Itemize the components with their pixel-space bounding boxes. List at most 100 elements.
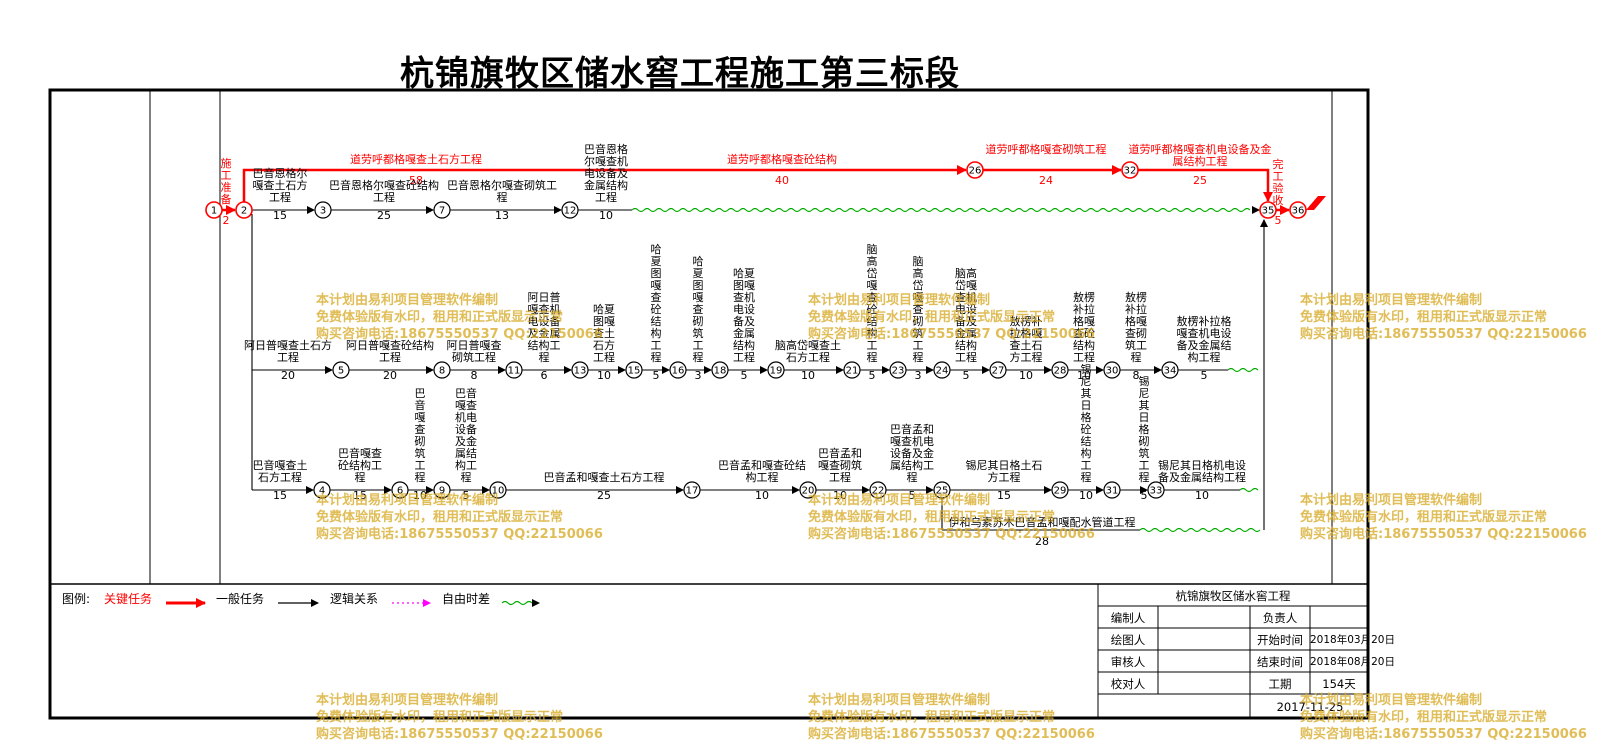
node-24[interactable] (933, 361, 951, 379)
node-20[interactable] (799, 481, 817, 499)
watermark-block: 本计划由易利项目管理软件编制免费体验版有水印，租用和正式版显示正常购买咨询电话:… (1300, 492, 1587, 543)
info-end-label: 结束时间 (1257, 655, 1303, 669)
task-name-t1_2: 施工准备 (221, 157, 232, 206)
task-duration-r2o: 8 (1133, 369, 1140, 382)
task-name-r3i: 锡尼其日格土石方工程 (966, 458, 1043, 484)
watermark-line1: 本计划由易利项目管理软件编制 (1300, 493, 1483, 508)
node-31[interactable] (1103, 481, 1121, 499)
node-number-35: 35 (1262, 206, 1275, 217)
task-name-r2b: 阿日普嘎查砼结构工程 (346, 338, 434, 364)
task-name-r2f: 哈夏图嘎查砼结构工程 (651, 243, 662, 364)
task-name-r3e: 巴音孟和嘎查土石方工程 (544, 470, 665, 484)
node-number-16: 16 (672, 366, 685, 377)
task-name-r2k: 脑高岱嘎查砌筑工程 (913, 255, 924, 364)
node-number-2: 2 (241, 206, 247, 217)
watermark-block: 本计划由易利项目管理软件编制免费体验版有水印，租用和正式版显示正常购买咨询电话:… (808, 492, 1095, 543)
node-3[interactable] (314, 201, 332, 219)
watermark-line3: 购买咨询电话:18675550537 QQ:22150066 (808, 727, 1095, 742)
node-5[interactable] (332, 361, 350, 379)
task-name-r3k: 锡尼其日格砌筑工程 (1139, 374, 1150, 484)
task-name-r3f: 巴音孟和嘎查砼结构工程 (718, 458, 806, 484)
node-number-30: 30 (1106, 366, 1119, 377)
task-duration-t1_2: 2 (223, 214, 230, 227)
node-28[interactable] (1051, 361, 1069, 379)
task-duration-r3b: 15 (353, 489, 367, 502)
watermark-line2: 免费体验版有水印，租用和正式版显示正常 (1300, 310, 1548, 325)
watermark-line2: 免费体验版有水印，租用和正式版显示正常 (808, 710, 1056, 725)
node-19[interactable] (767, 361, 785, 379)
legend-samples (166, 598, 540, 608)
node-number-1: 1 (211, 206, 217, 217)
node-13[interactable] (571, 361, 589, 379)
info-date: 2017-11-25 (1276, 700, 1344, 714)
node-number-34: 34 (1164, 366, 1177, 377)
outer-frame (48, 88, 1370, 720)
task-duration-r2p: 5 (1201, 369, 1208, 382)
node-9[interactable] (433, 481, 451, 499)
node-17[interactable] (683, 481, 701, 499)
task-name-r2d: 阿日普嘎查机电设备及金属结构工程 (528, 290, 561, 364)
node-30[interactable] (1103, 361, 1121, 379)
task-duration-r3g: 10 (833, 489, 847, 502)
node-15[interactable] (625, 361, 643, 379)
node-number-24: 24 (936, 366, 949, 377)
node-number-27: 27 (992, 366, 1005, 377)
node-number-5: 5 (338, 366, 344, 377)
legend-critical-text: 关键任务 (104, 592, 153, 606)
node-8[interactable] (433, 361, 451, 379)
finish-flag (1306, 196, 1326, 210)
info-checker-label: 校对人 (1110, 677, 1146, 691)
node-29[interactable] (1051, 481, 1069, 499)
task-duration-r3e: 25 (597, 489, 611, 502)
watermark-line2: 免费体验版有水印，租用和正式版显示正常 (1300, 510, 1548, 525)
watermark-line3: 购买咨询电话:18675550537 QQ:22150066 (808, 327, 1095, 342)
node-23[interactable] (889, 361, 907, 379)
node-25[interactable] (933, 481, 951, 499)
node-10[interactable] (489, 481, 507, 499)
node-36[interactable] (1289, 201, 1307, 219)
node-18[interactable] (711, 361, 729, 379)
task-name-r2a: 阿日普嘎查土石方工程 (244, 338, 332, 364)
node-1[interactable] (205, 201, 223, 219)
task-name-r3d: 巴音嘎查机电设备及金属结构工程 (455, 386, 477, 484)
task-name-r2n: 敖楞补拉格嘎查砼结构工程 (1073, 290, 1095, 364)
task-name-r2c: 阿日普嘎查砌筑工程 (447, 338, 502, 364)
node-number-15: 15 (628, 366, 641, 377)
legend-float-wave (501, 600, 533, 606)
node-35[interactable] (1259, 201, 1277, 219)
node-33[interactable] (1147, 481, 1165, 499)
node-7[interactable] (433, 201, 451, 219)
task-name-r2i: 脑高岱嘎查土石方工程 (775, 338, 841, 364)
task-duration-r2f: 5 (653, 369, 660, 382)
node-27[interactable] (989, 361, 1007, 379)
edge-2-26 (242, 165, 967, 202)
task-name-tmid: 道劳呼都格嘎查砼结构 (727, 152, 837, 166)
task-duration-r2k: 3 (915, 369, 922, 382)
node-number-4: 4 (319, 486, 325, 497)
node-34[interactable] (1161, 361, 1179, 379)
watermark-block: 本计划由易利项目管理软件编制免费体验版有水印，租用和正式版显示正常购买咨询电话:… (316, 292, 603, 343)
watermark-line1: 本计划由易利项目管理软件编制 (808, 493, 991, 508)
task-duration-r1b: 25 (377, 209, 391, 222)
node-number-3: 3 (320, 206, 326, 217)
node-2[interactable] (235, 201, 253, 219)
node-11[interactable] (505, 361, 523, 379)
node-22[interactable] (869, 481, 887, 499)
task-duration-r3j: 10 (1079, 489, 1093, 502)
task-duration-r2a: 20 (281, 369, 295, 382)
node-4[interactable] (313, 481, 331, 499)
watermark-line3: 购买咨询电话:18675550537 QQ:22150066 (1300, 527, 1587, 542)
node-32[interactable] (1121, 161, 1139, 179)
node-21[interactable] (843, 361, 861, 379)
task-name-r3j: 锡尼其日格砼结构工程 (1081, 362, 1092, 484)
node-6[interactable] (391, 481, 409, 499)
node-12[interactable] (561, 201, 579, 219)
node-16[interactable] (669, 361, 687, 379)
watermark-line3: 购买咨询电话:18675550537 QQ:22150066 (316, 527, 603, 542)
node-26[interactable] (966, 161, 984, 179)
task-duration-r1a: 15 (273, 209, 287, 222)
watermark-line2: 免费体验版有水印，租用和正式版显示正常 (316, 310, 564, 325)
watermark-block: 本计划由易利项目管理软件编制免费体验版有水印，租用和正式版显示正常购买咨询电话:… (808, 292, 1095, 343)
task-duration-r3f: 10 (755, 489, 769, 502)
task-name-r1a: 巴音恩格尔嘎查土石方工程 (253, 166, 308, 204)
